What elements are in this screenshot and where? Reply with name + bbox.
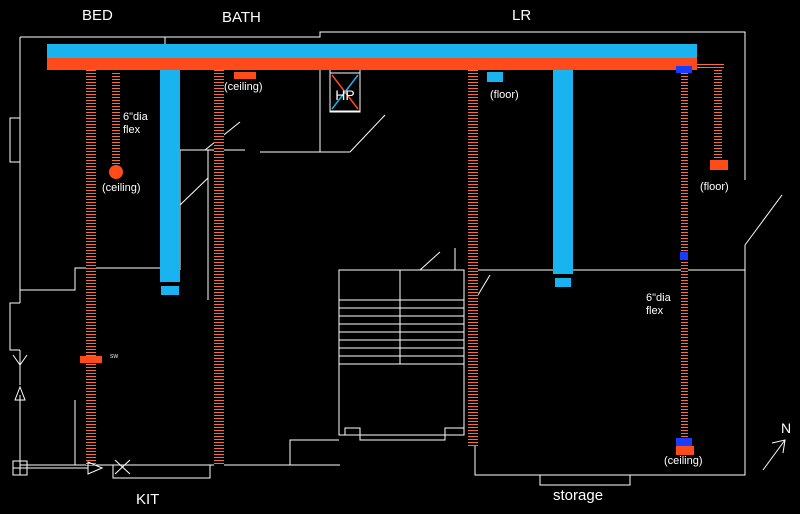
room-label-bed: BED <box>82 7 113 24</box>
supply-register-floor <box>487 72 503 82</box>
flex-duct-floor-drop <box>714 62 722 160</box>
supply-register-lr <box>555 278 571 287</box>
blue-register-bottom <box>676 438 692 446</box>
floor-note-lr: (floor) <box>490 89 519 101</box>
return-branch-bed <box>86 70 96 465</box>
ceiling-diffuser-bed <box>109 165 123 179</box>
return-register-bath-ceiling <box>234 72 256 79</box>
supply-branch-bed <box>160 44 180 282</box>
return-register-lr-ceiling <box>676 446 694 455</box>
tiny-tag: SW <box>110 354 118 360</box>
ceiling-note-bed: (ceiling) <box>102 182 141 194</box>
return-duct-system <box>47 58 728 466</box>
flex-note-b-line1: 6"dia <box>646 292 672 304</box>
heat-pump-label: HP <box>335 87 354 103</box>
room-label-storage: storage <box>553 487 603 504</box>
return-branch-bath <box>214 70 224 466</box>
ceiling-note-bath: (ceiling) <box>224 81 263 93</box>
room-label-bath: BATH <box>222 9 261 26</box>
column-grid-symbols <box>12 354 131 476</box>
walls <box>9 31 783 486</box>
floor-note-right: (floor) <box>700 181 729 193</box>
flex-note-b-line2: flex <box>646 305 664 317</box>
flex-duct-floor <box>697 62 724 70</box>
supply-duct-system <box>47 44 697 295</box>
return-register-floor-right <box>710 160 728 170</box>
supply-register-bed <box>161 286 179 295</box>
supply-branch-lr <box>553 44 573 274</box>
ceiling-note-lr: (ceiling) <box>664 455 703 467</box>
north-label: N <box>781 420 791 436</box>
return-register-bed <box>80 356 102 363</box>
room-label-lr: LR <box>512 7 531 24</box>
blue-register-mid <box>680 252 688 260</box>
return-branch-lr <box>468 70 478 446</box>
return-main-trunk <box>47 58 697 70</box>
flex-note-a-line1: 6"dia <box>123 111 149 123</box>
heat-pump-unit: HP <box>329 72 361 112</box>
flex-duct-a <box>112 73 120 168</box>
room-label-kit: KIT <box>136 491 159 508</box>
supply-main-trunk <box>47 44 697 58</box>
north-arrow: N <box>762 420 791 471</box>
flex-note-a-line2: flex <box>123 124 141 136</box>
blue-register-top <box>676 66 692 73</box>
